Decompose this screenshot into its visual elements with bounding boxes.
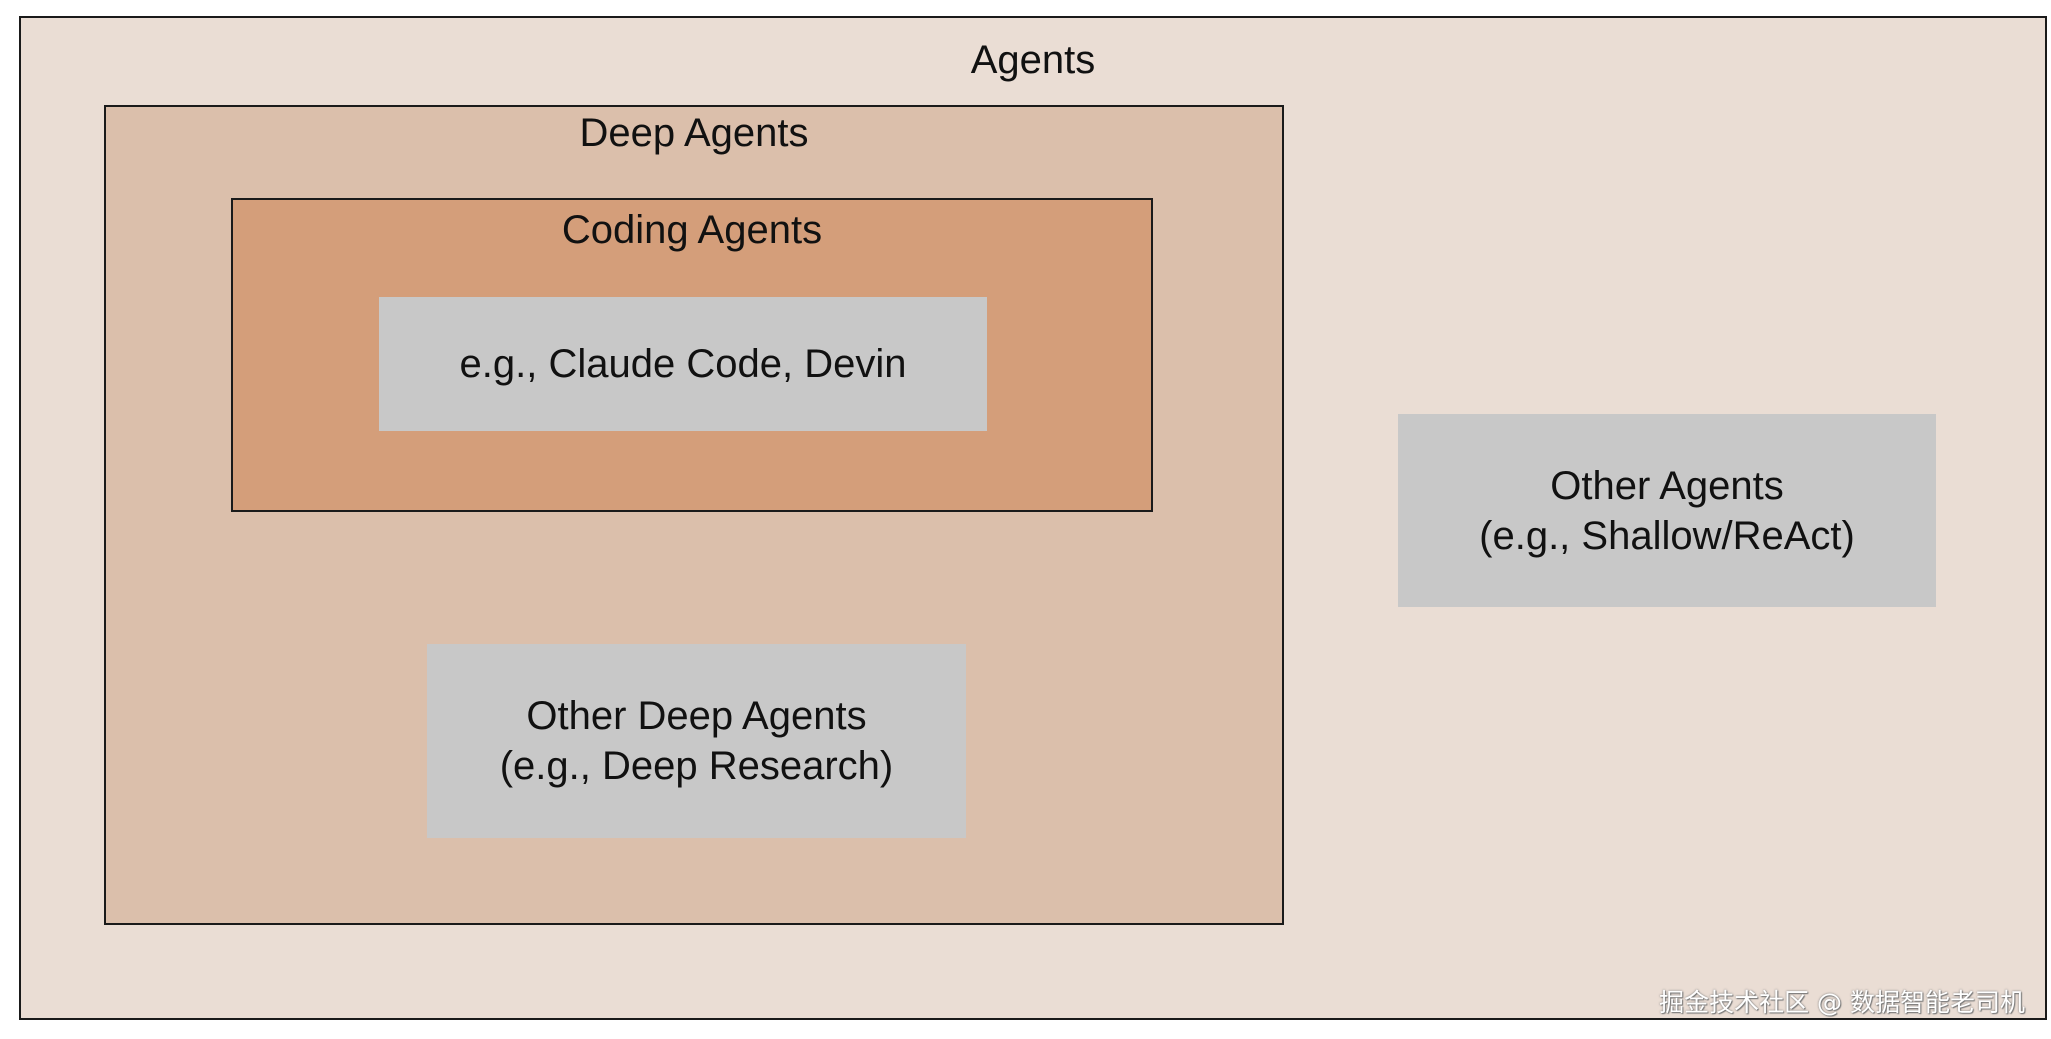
coding-example-box: e.g., Claude Code, Devin <box>379 297 987 431</box>
other-agents-box: Other Agents (e.g., Shallow/ReAct) <box>1398 414 1936 607</box>
coding-agents-title: Coding Agents <box>561 208 823 252</box>
deep-agents-title: Deep Agents <box>579 111 809 155</box>
agents-title: Agents <box>970 38 1096 82</box>
other-deep-agents-text: Other Deep Agents (e.g., Deep Research) <box>499 694 894 788</box>
watermark: 掘金技术社区 @ 数据智能老司机 <box>1659 988 2025 1017</box>
coding-example-text: e.g., Claude Code, Devin <box>459 342 907 386</box>
other-agents-text: Other Agents (e.g., Shallow/ReAct) <box>1479 463 1855 558</box>
other-deep-agents-box: Other Deep Agents (e.g., Deep Research) <box>427 644 966 838</box>
